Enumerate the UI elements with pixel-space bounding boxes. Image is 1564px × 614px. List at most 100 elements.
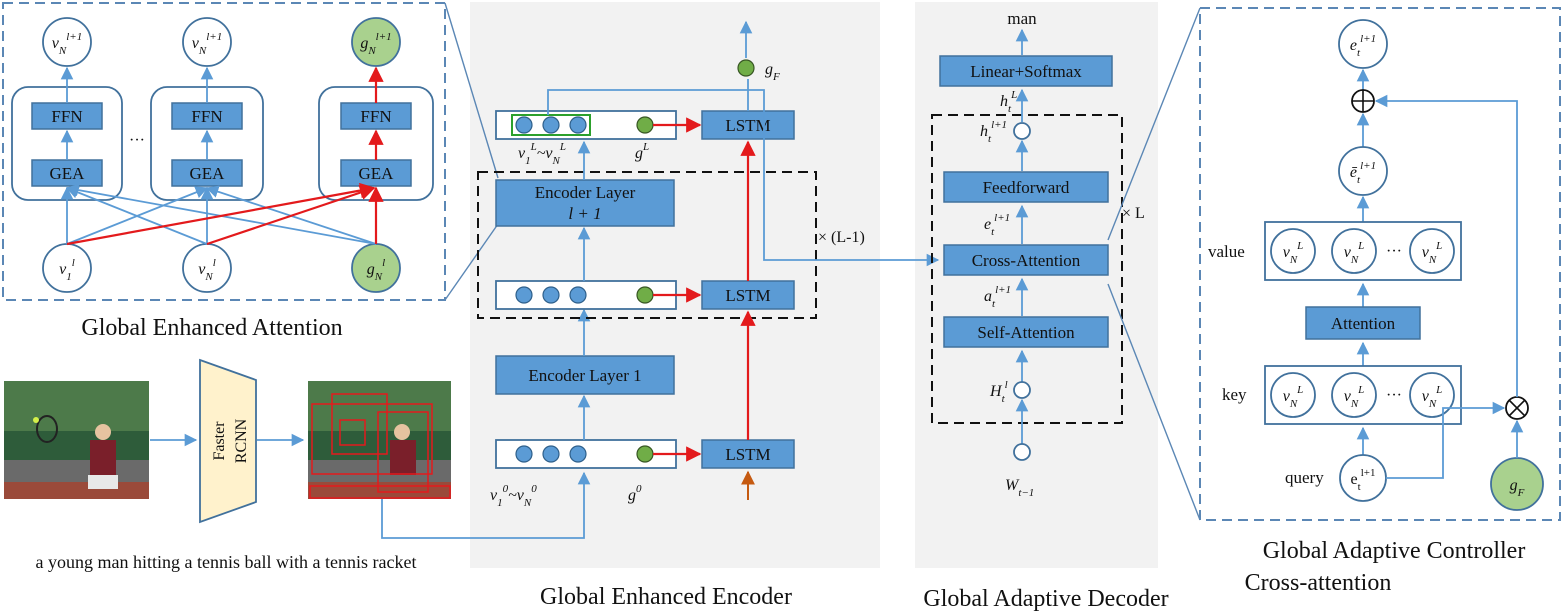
decoder-caption: Global Adaptive Decoder xyxy=(923,586,1168,612)
lstm-label-bottom: LSTM xyxy=(725,445,770,464)
feature-label-vL: v1L~vNL xyxy=(518,141,566,167)
encoder: v10~vN0 g0 LSTM Encoder Layer 1 LSTM Enc… xyxy=(477,20,940,509)
gea-label-2: GEA xyxy=(190,164,226,183)
self-attention-label: Self-Attention xyxy=(977,323,1075,342)
gea-global-output-label: gNl+1 xyxy=(360,31,391,57)
gea-output-label-2: vNl+1 xyxy=(192,31,222,57)
gea-column-3: FFN GEA gNl+1 xyxy=(318,17,434,201)
controller-dashed-border xyxy=(1199,7,1561,521)
W-node xyxy=(1013,443,1031,461)
encoder-layer-l1-label-line1: Encoder Layer xyxy=(535,183,636,202)
self-attention-box xyxy=(943,316,1109,348)
ffn-box-2 xyxy=(171,102,243,130)
encoder-layer-1-box xyxy=(495,355,675,395)
e-next-label: etl+1 xyxy=(984,212,1010,238)
key-node-label-1: vNL xyxy=(1283,384,1304,410)
gea-output-node-1 xyxy=(42,17,92,67)
key-ellipsis: ··· xyxy=(1386,387,1402,404)
rcnn-label-line1: Faster xyxy=(211,421,228,461)
decoder-repeat-label: × L xyxy=(1122,205,1145,222)
H-label: Htl xyxy=(989,379,1008,405)
arrow-query-to-multiply xyxy=(1386,401,1506,479)
cross-attention-label: Cross-Attention xyxy=(972,251,1081,270)
encoder-layer-l1-box xyxy=(495,179,675,227)
lstm-box-top xyxy=(701,110,795,140)
zoom-line-controller-bottom xyxy=(1107,283,1201,521)
output-word: man xyxy=(1007,9,1037,28)
linear-softmax-label: Linear+Softmax xyxy=(970,62,1082,81)
gea-input-label-vN: vNl xyxy=(198,257,216,283)
value-ellipsis: ··· xyxy=(1386,243,1402,260)
encoder-layer-l1-label-line2: l + 1 xyxy=(568,204,601,223)
gea-dashed-border xyxy=(2,2,446,301)
input-image xyxy=(4,381,149,499)
cross-attention-box xyxy=(943,244,1109,276)
linear-softmax-box xyxy=(939,55,1113,87)
ebar-node xyxy=(1338,146,1388,196)
gea-output-node-2 xyxy=(182,17,232,67)
h-next-label: htl+1 xyxy=(980,119,1007,145)
gea-label-1: GEA xyxy=(50,164,86,183)
regional-features-highlight xyxy=(511,114,591,136)
encoder-repeat-block xyxy=(477,171,817,319)
decoder-repeat-block xyxy=(931,114,1123,424)
decoder-panel xyxy=(915,2,1158,568)
ffn-label-1: FFN xyxy=(51,107,82,126)
W-label: Wt−1 xyxy=(1005,477,1034,499)
key-label: key xyxy=(1222,385,1247,404)
attention-label: Attention xyxy=(1331,314,1396,333)
ffn-label-3: FFN xyxy=(360,107,391,126)
value-node-label-1: vNL xyxy=(1283,240,1304,266)
zoom-line-top xyxy=(444,2,499,179)
gea-column-2: FFN GEA vNl+1 xyxy=(150,17,264,201)
gea-panel: FFN GEA vNl+1 FFN GEA vNl+1 ··· FFN GEA xyxy=(2,2,446,301)
H-node xyxy=(1013,381,1031,399)
arrow-regions-to-encoder xyxy=(381,471,591,539)
gea-caption: Global Enhanced Attention xyxy=(81,315,342,341)
hL-label: htL xyxy=(1000,89,1017,115)
arrow-encoder-to-cross-attention xyxy=(547,89,940,267)
value-node-label-3: vNL xyxy=(1422,240,1443,266)
controller-output-label: etl+1 xyxy=(1350,33,1376,59)
gea-box-3 xyxy=(340,159,412,187)
gea-input-node-gN xyxy=(351,243,401,293)
gea-label-3: GEA xyxy=(359,164,395,183)
encoder-repeat-label: × (L-1) xyxy=(818,229,865,246)
value-node-label-2: vNL xyxy=(1344,240,1365,266)
global-feature-gF xyxy=(737,59,755,77)
gea-column-1: FFN GEA vNl+1 xyxy=(11,17,123,201)
controller-caption-line2: Cross-attention xyxy=(1245,570,1392,596)
image-caption: a young man hitting a tennis ball with a… xyxy=(36,552,417,572)
gea-input-node-vN xyxy=(182,243,232,293)
a-next-label: atl+1 xyxy=(984,284,1011,310)
lstm-box-bottom xyxy=(701,439,795,469)
rcnn-label-line2: RCNN xyxy=(233,418,250,463)
ebar-label: ētl+1 xyxy=(1350,160,1376,186)
controller-gF-label: gF xyxy=(1510,477,1525,499)
arrow-multiply-to-add xyxy=(1374,94,1518,397)
gea-output-label-1: vNl+1 xyxy=(52,31,82,57)
gea-input-label-gN: gNl xyxy=(367,257,385,283)
gea-input-label-v1: v1l xyxy=(59,257,75,283)
query-node-label: etl+1 xyxy=(1351,467,1376,493)
lstm-label-middle: LSTM xyxy=(725,286,770,305)
ffn-box-3 xyxy=(340,102,412,130)
attention-box xyxy=(1305,306,1421,340)
h-next-node xyxy=(1013,122,1031,140)
gea-input-node-v1 xyxy=(42,243,92,293)
decoder: man Linear+Softmax htL × L htl+1 Feedfor… xyxy=(931,9,1145,499)
query-label: query xyxy=(1285,468,1324,487)
controller-caption-line1: Global Adaptive Controller xyxy=(1263,538,1526,564)
key-node-label-3: vNL xyxy=(1422,384,1443,410)
key-node-label-2: vNL xyxy=(1344,384,1365,410)
feature-label-v0: v10~vN0 xyxy=(490,483,537,509)
feedforward-label: Feedforward xyxy=(983,178,1070,197)
ffn-label-2: FFN xyxy=(191,107,222,126)
global-feature-dot-0 xyxy=(636,445,654,463)
feature-label-g0: g0 xyxy=(628,483,642,504)
gea-red-connections xyxy=(66,182,384,246)
gea-ellipsis: ··· xyxy=(129,132,145,149)
gea-box-2 xyxy=(171,159,243,187)
value-label: value xyxy=(1208,242,1245,261)
